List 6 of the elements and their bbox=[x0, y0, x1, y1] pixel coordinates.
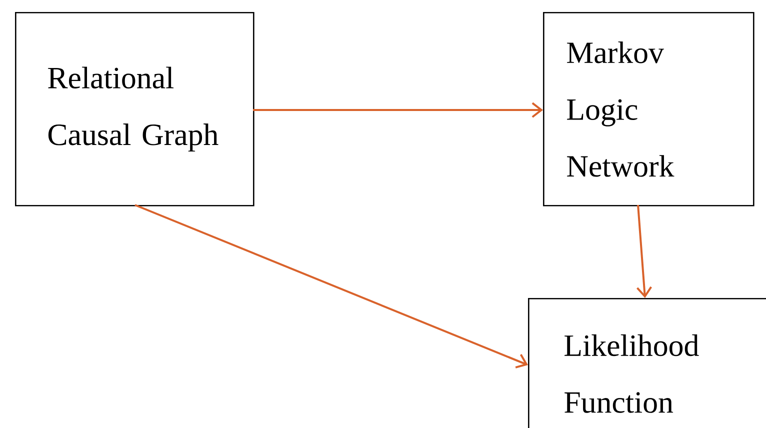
arrow bbox=[134, 204, 528, 368]
text-box: Relational Causal Graph bbox=[15, 12, 254, 206]
arrow bbox=[636, 204, 652, 298]
text-box: Markov Logic Network bbox=[543, 12, 754, 206]
arrow bbox=[253, 102, 543, 118]
text-box: Likelihood Function bbox=[528, 298, 766, 428]
